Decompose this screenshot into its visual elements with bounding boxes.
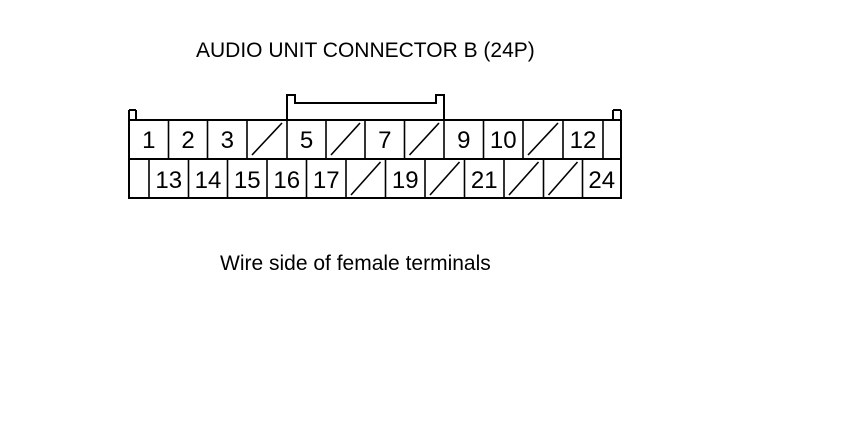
empty-cavity-slash — [429, 161, 461, 196]
connector-caption: Wire side of female terminals — [220, 252, 491, 275]
empty-cavity-slash — [350, 161, 382, 196]
pin-number-13: 13 — [155, 167, 182, 194]
empty-cavity-slash — [547, 161, 579, 196]
pin-number-2: 2 — [181, 127, 194, 154]
connector-title: AUDIO UNIT CONNECTOR B (24P) — [196, 39, 535, 62]
pin-number-19: 19 — [392, 167, 419, 194]
pin-number-12: 12 — [570, 127, 597, 154]
empty-cavity-slash — [330, 122, 361, 156]
lock-bracket — [286, 94, 445, 120]
pin-number-17: 17 — [313, 167, 340, 194]
pin-number-9: 9 — [457, 127, 470, 154]
pin-number-10: 10 — [490, 127, 517, 154]
pin-number-24: 24 — [588, 167, 615, 194]
pin-number-5: 5 — [300, 127, 313, 154]
pin-number-15: 15 — [234, 167, 261, 194]
pin-number-3: 3 — [221, 127, 234, 154]
empty-cavity-slash — [251, 122, 283, 156]
empty-cavity-slash — [508, 161, 540, 196]
pin-number-1: 1 — [142, 127, 155, 154]
pin-number-16: 16 — [273, 167, 300, 194]
empty-cavity-slash — [527, 122, 559, 156]
pin-number-14: 14 — [195, 167, 222, 194]
pin-row-bottom: 13 14 15 16 17 19 21 24 — [148, 159, 615, 198]
pin-number-21: 21 — [471, 167, 498, 194]
empty-cavity-slash — [408, 122, 440, 156]
connector-housing — [128, 94, 622, 199]
pin-number-7: 7 — [378, 127, 391, 154]
